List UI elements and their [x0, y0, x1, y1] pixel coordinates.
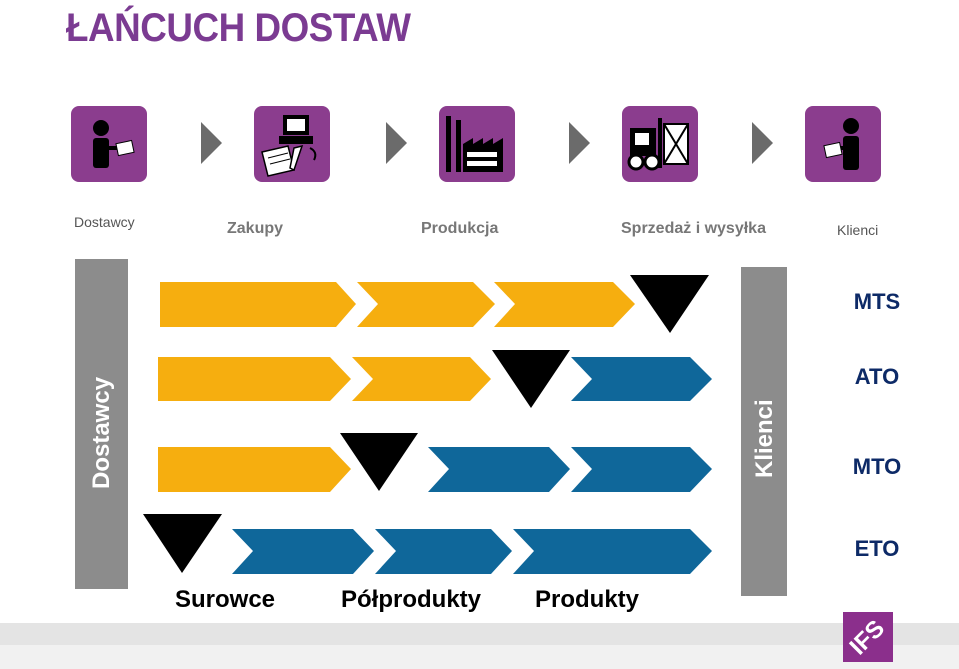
strategy-mts: MTS — [853, 289, 901, 314]
suppliers-bar: Dostawcy — [75, 259, 128, 589]
ifs-logo-text: IFS — [844, 614, 891, 661]
strategy-mto: MTO — [852, 454, 902, 479]
inventory-point-triangle — [340, 433, 418, 491]
inventory-point-triangle — [492, 350, 570, 408]
product-chevron — [513, 529, 712, 574]
connector-arrow-icon — [752, 122, 773, 164]
product-chevron — [571, 447, 712, 492]
footer-band-lower — [0, 645, 959, 669]
customer-person-icon — [805, 106, 881, 182]
forklift-icon — [622, 106, 698, 182]
stage-icon-customers — [805, 106, 881, 182]
raw-material-chevron — [158, 447, 351, 492]
label-raw-materials: Surowce — [175, 586, 276, 613]
raw-material-chevron — [352, 357, 491, 401]
stage-label-production: Produkcja — [421, 220, 499, 237]
strategy-ato: ATO — [854, 364, 900, 389]
raw-material-chevron — [160, 282, 356, 327]
connector-arrow-icon — [569, 122, 590, 164]
page-title: ŁAŃCUCH DOSTAW — [66, 6, 411, 50]
raw-material-chevron — [357, 282, 495, 327]
stage-icon-suppliers — [71, 106, 147, 182]
label-products: Produkty — [535, 586, 640, 613]
product-chevron — [428, 447, 570, 492]
raw-material-chevron — [494, 282, 635, 327]
stage-label-purchasing: Zakupy — [227, 220, 284, 237]
stage-icon-purchasing — [254, 106, 330, 182]
customers-bar: Klienci — [741, 267, 787, 596]
supplier-person-icon — [71, 106, 147, 182]
connector-arrow-icon — [201, 122, 222, 164]
product-chevron — [232, 529, 374, 574]
icon-connectors — [201, 122, 773, 164]
footer-band — [0, 623, 959, 645]
stage-icon-sales-shipping — [622, 106, 698, 182]
connector-arrow-icon — [386, 122, 407, 164]
strategy-eto: ETO — [854, 536, 900, 561]
inventory-point-triangle — [630, 275, 709, 333]
ifs-logo: IFS — [843, 612, 893, 662]
product-chevron — [571, 357, 712, 401]
stage-icon-production — [439, 106, 515, 182]
purchasing-computer-icon — [254, 106, 330, 182]
raw-material-chevron — [158, 357, 351, 401]
label-semi-products: Półprodukty — [341, 586, 482, 613]
stage-label-customers: Klienci — [837, 222, 879, 238]
stage-label-sales-shipping: Sprzedaż i wysyłka — [621, 220, 766, 237]
stage-label-suppliers: Dostawcy — [74, 214, 135, 230]
product-chevron — [375, 529, 512, 574]
factory-icon — [439, 106, 515, 182]
inventory-point-triangle — [143, 514, 222, 573]
